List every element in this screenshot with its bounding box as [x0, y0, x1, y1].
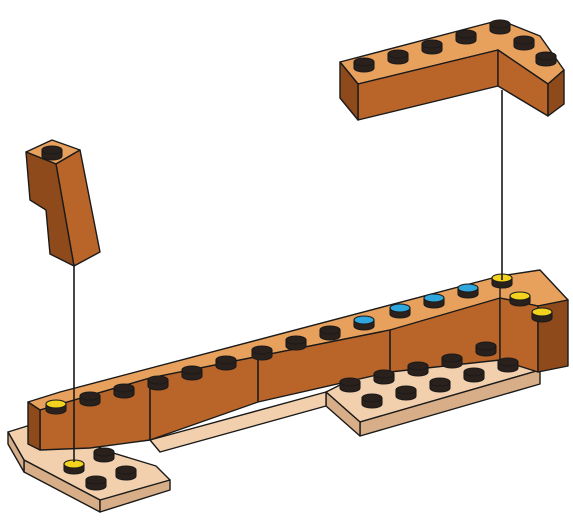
left-plate-left	[7, 431, 25, 473]
slope-stud	[41, 145, 63, 161]
right-plate-stud-8	[429, 377, 451, 393]
right-plate-stud-7	[395, 385, 417, 401]
studs-layer	[41, 19, 557, 491]
right-plate-stud-3	[407, 361, 429, 377]
slope-side	[25, 151, 75, 267]
wall-stud-5	[181, 365, 203, 381]
wall-stud-7	[251, 345, 273, 361]
right-plate-stud-5	[475, 341, 497, 357]
wall-left-end	[27, 401, 41, 451]
l-brick-stud-6	[513, 35, 535, 51]
right-plate-stud-2	[373, 369, 395, 385]
left-plate-stud-4	[115, 465, 137, 481]
l-brick-stud-3	[421, 39, 443, 55]
l-brick-right-end	[547, 69, 565, 117]
wall-stud-16	[531, 307, 553, 323]
wall-stud-9	[319, 325, 341, 341]
left-plate-stud-3	[85, 475, 107, 491]
l-corner-brick	[339, 19, 565, 121]
wall-stud-2	[79, 391, 101, 407]
wall-stud-6	[215, 355, 237, 371]
wall-stud-11	[389, 303, 411, 319]
wall-stud-3	[113, 383, 135, 399]
wall-stud-12	[423, 293, 445, 309]
right-plate-stud-10	[497, 357, 519, 373]
wall-stud-1	[45, 399, 67, 415]
l-brick-stud-1	[353, 57, 375, 73]
wall-stud-4	[147, 375, 169, 391]
left-plate-stud-1	[63, 459, 85, 475]
wall-stud-10	[353, 315, 375, 331]
l-brick-stud-4	[455, 29, 477, 45]
wall-stud-8	[285, 335, 307, 351]
l-brick-stud-2	[387, 49, 409, 65]
left-plate-front-right	[99, 479, 171, 513]
long-wall	[27, 269, 569, 451]
l-brick-stud-5	[489, 19, 511, 35]
right-plate-stud-6	[361, 393, 383, 409]
wall-stud-13	[457, 283, 479, 299]
wall-stud-15	[509, 291, 531, 307]
left-plate-stud-2	[93, 447, 115, 463]
right-plate-stud-1	[339, 377, 361, 393]
l-brick-stud-7	[535, 51, 557, 67]
middle-plate-top	[149, 391, 327, 453]
right-plate-stud-4	[441, 353, 463, 369]
l-brick-left-end	[339, 61, 359, 121]
right-plate-stud-9	[463, 367, 485, 383]
slope-brick	[25, 139, 101, 267]
